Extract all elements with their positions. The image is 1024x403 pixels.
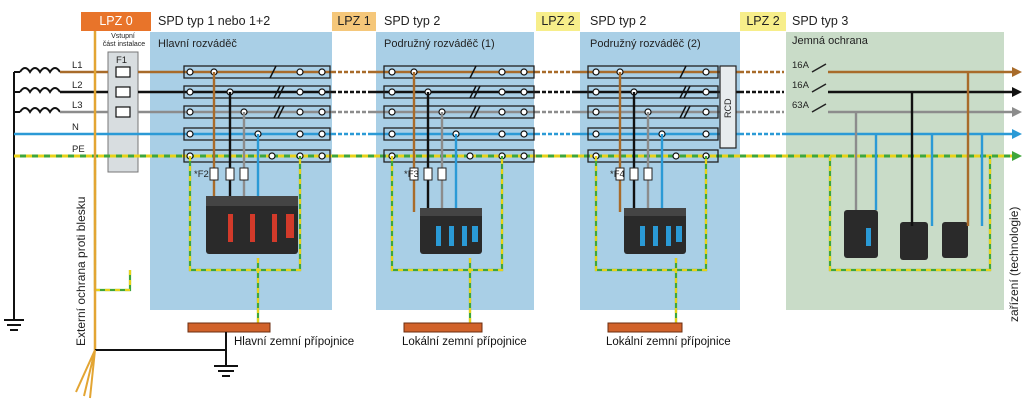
breaker-label-3: 63A	[792, 100, 809, 111]
conductor-arrowheads	[1012, 67, 1022, 161]
panel-title-sub1: Podružný rozváděč (1)	[384, 38, 495, 50]
spd-fuse-symbols	[209, 167, 653, 181]
fuse-label-f2: *F2	[194, 169, 209, 180]
earth-bar-label-local2: Lokální zemní přípojnice	[606, 336, 731, 348]
zone-tag-lpz0: LPZ 0	[81, 12, 151, 31]
spd-type3-devices-icon	[844, 210, 968, 260]
heading-spd3: SPD typ 3	[792, 14, 849, 28]
entry-label-line1: Vstupní	[111, 33, 135, 40]
rcd-box	[719, 65, 737, 149]
conductor-label-l2: L2	[72, 80, 83, 91]
spd-type2-device-1-icon	[420, 208, 482, 254]
earth-symbol-left-icon	[4, 319, 24, 331]
rcd-label: RCD	[723, 98, 733, 119]
entry-fuses-icon	[115, 66, 131, 118]
fuse-label-f3: *F3	[404, 169, 419, 180]
local-earth-bar-2	[607, 322, 683, 333]
entry-label-line2: část instalace	[102, 41, 146, 48]
zone-tag-lpz2a: LPZ 2	[536, 12, 580, 31]
transformer-coils-icon	[13, 67, 61, 320]
panel-fine-background	[786, 32, 1004, 310]
earth-bar-label-local1: Lokální zemní přípojnice	[402, 336, 527, 348]
conductor-label-l1: L1	[72, 60, 83, 71]
lightning-protection-label: Externí ochrana proti blesku	[74, 196, 88, 346]
spd-type1-device-icon	[206, 196, 298, 254]
spd-type2-device-2-icon	[624, 208, 686, 254]
heading-spd2b: SPD typ 2	[590, 14, 647, 28]
entry-fuse-label: F1	[116, 55, 128, 66]
fine-protection-drops	[854, 72, 984, 226]
zone-gap-marks	[336, 70, 782, 136]
local-earth-bar-1	[403, 322, 483, 333]
breaker-label-2: 16A	[792, 80, 809, 91]
panel-title-fine: Jemná ochrana	[792, 35, 868, 47]
zone-tag-lpz1: LPZ 1	[332, 12, 376, 31]
fuse-label-f4: *F4	[610, 169, 625, 180]
terminal-dots	[186, 68, 710, 160]
panel-sub2-background	[580, 32, 740, 310]
earth-bar-label-main: Hlavní zemní přípojnice	[234, 336, 355, 348]
conductor-label-pe: PE	[72, 144, 85, 155]
heading-spd2a: SPD typ 2	[384, 14, 441, 28]
spd-sub1-drops	[412, 72, 458, 212]
conductor-label-l3: L3	[72, 100, 83, 111]
earth-symbol-main-icon	[214, 365, 238, 377]
zone-tag-lpz2b: LPZ 2	[740, 12, 786, 31]
breaker-switches-icon	[811, 63, 827, 113]
heading-spd1: SPD typ 1 nebo 1+2	[158, 14, 271, 28]
earth-bars	[187, 322, 683, 333]
main-earth-bar	[187, 322, 271, 333]
device-label: zařízení (technologie)	[1007, 206, 1021, 322]
breaker-label-1: 16A	[792, 60, 809, 71]
panel-title-sub2: Podružný rozváděč (2)	[590, 38, 701, 50]
panel-title-main: Hlavní rozváděč	[158, 38, 237, 50]
spd-sub2-drops	[618, 72, 664, 212]
lightning-conductor	[75, 30, 227, 399]
conductor-label-n: N	[72, 122, 79, 133]
busbar-slash-marks	[269, 65, 691, 119]
